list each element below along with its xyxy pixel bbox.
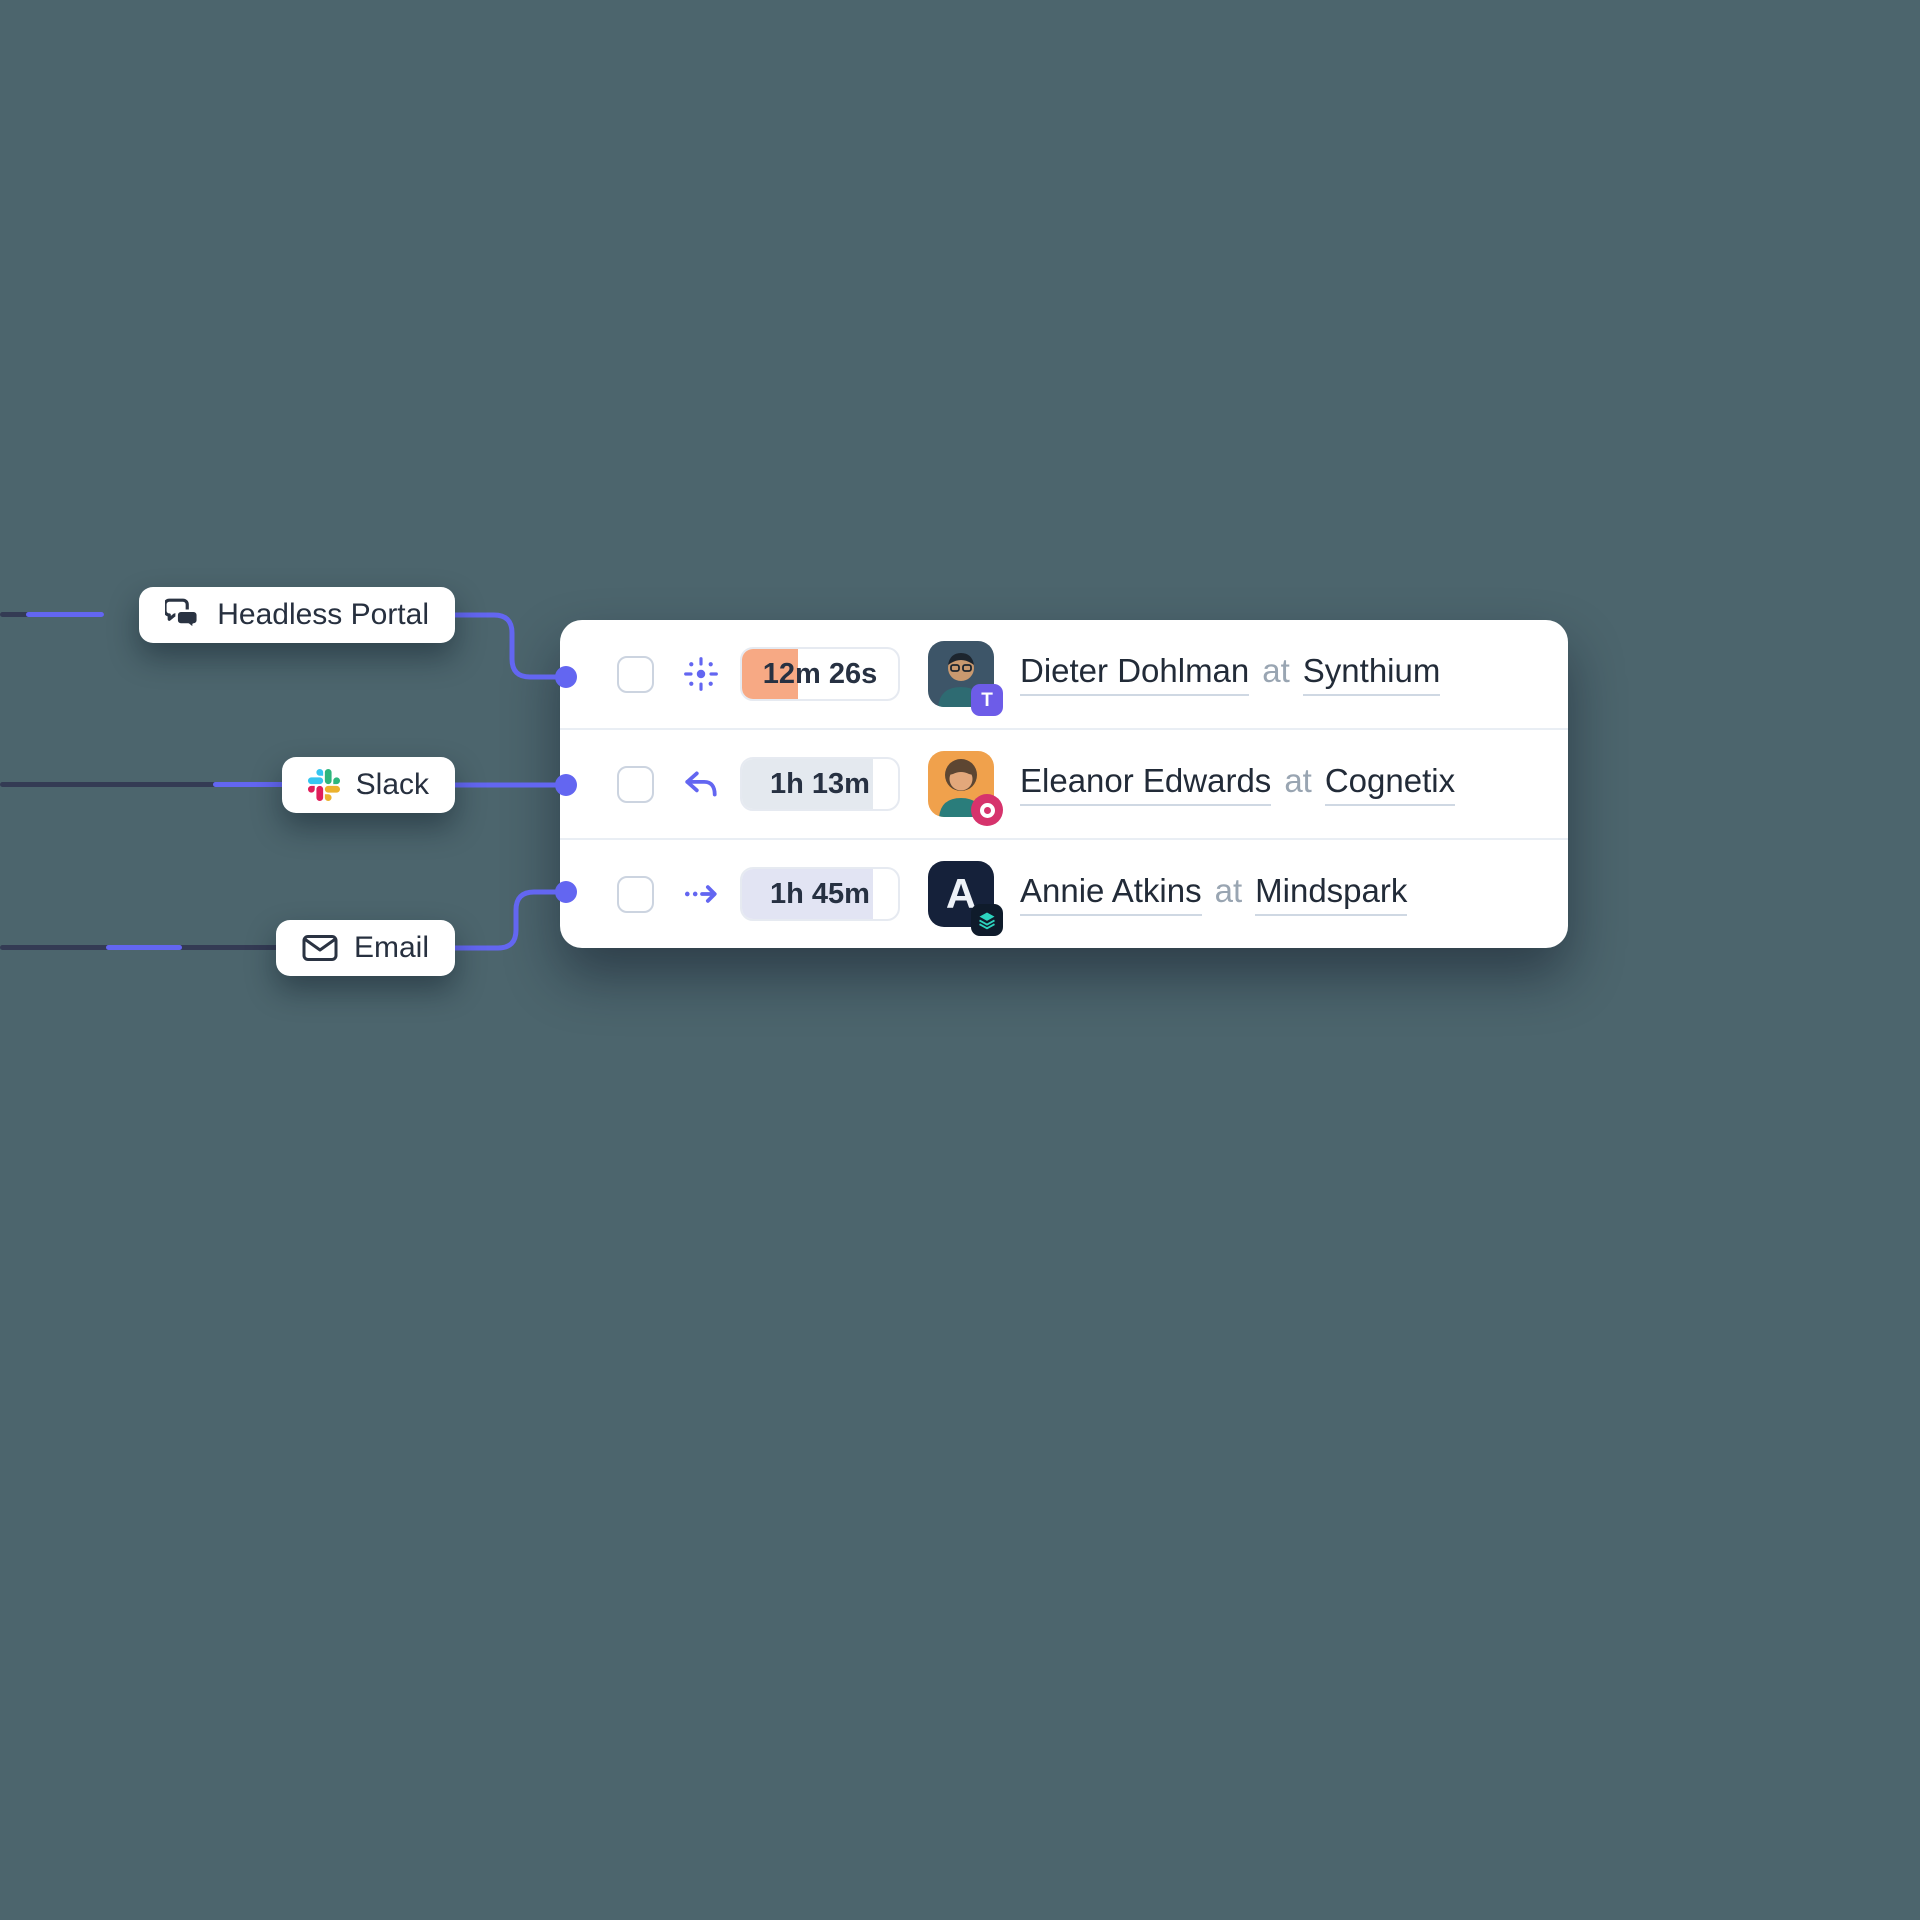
duration-badge: 12m 26s bbox=[740, 647, 900, 701]
duration-label: 12m 26s bbox=[762, 657, 878, 690]
conversation-row[interactable]: 1h 45m A Annie Atkins at Mindspark bbox=[560, 838, 1568, 948]
preposition: at bbox=[1214, 872, 1243, 909]
conversation-row[interactable]: 1h 13m Eleanor Edwards at Cognetix bbox=[560, 728, 1568, 838]
person-name-link[interactable]: Dieter Dohlman bbox=[1020, 652, 1250, 696]
dashed-arrow-icon bbox=[678, 871, 724, 917]
slack-icon bbox=[307, 769, 340, 801]
avatar: A bbox=[928, 861, 1003, 936]
company-link[interactable]: Mindspark bbox=[1255, 872, 1408, 916]
channel-label: Email bbox=[353, 931, 429, 964]
channel-node-headless-portal: Headless Portal bbox=[139, 587, 455, 643]
avatar-photo bbox=[928, 641, 994, 707]
wire-segment-accent bbox=[213, 782, 287, 787]
channel-node-email: Email bbox=[275, 920, 455, 976]
circle-logo-glyph bbox=[979, 802, 995, 818]
duration-fill bbox=[742, 649, 799, 699]
wire-segment-accent bbox=[26, 612, 104, 617]
inbox-card: 12m 26s T Dieter Dohlman at Synthium bbox=[560, 620, 1568, 948]
person-name-link[interactable]: Eleanor Edwards bbox=[1020, 762, 1272, 806]
person-name-link[interactable]: Annie Atkins bbox=[1020, 872, 1202, 916]
email-icon bbox=[302, 934, 338, 962]
app-badge-label: T bbox=[981, 689, 993, 711]
row-checkbox[interactable] bbox=[617, 875, 654, 913]
person-line: Annie Atkins at Mindspark bbox=[1020, 872, 1408, 916]
person-line: Dieter Dohlman at Synthium bbox=[1020, 652, 1441, 696]
company-link[interactable]: Synthium bbox=[1302, 652, 1441, 696]
preposition: at bbox=[1262, 652, 1290, 689]
avatar bbox=[928, 751, 1003, 826]
duration-badge: 1h 13m bbox=[740, 757, 900, 811]
reply-arrow-icon bbox=[678, 761, 724, 807]
row-checkbox[interactable] bbox=[617, 765, 654, 803]
preposition: at bbox=[1284, 762, 1312, 799]
chat-bubbles-icon bbox=[165, 598, 201, 632]
duration-badge: 1h 45m bbox=[740, 867, 900, 921]
conversation-row[interactable]: 12m 26s T Dieter Dohlman at Synthium bbox=[560, 620, 1568, 728]
duration-label: 1h 45m bbox=[770, 877, 870, 910]
app-badge-teams: T bbox=[971, 684, 1003, 716]
company-link[interactable]: Cognetix bbox=[1324, 762, 1456, 806]
wire-segment-accent bbox=[106, 945, 182, 950]
duration-label: 1h 13m bbox=[770, 767, 870, 800]
app-badge-layers bbox=[971, 904, 1003, 936]
channel-node-slack: Slack bbox=[281, 757, 455, 813]
wire-segment bbox=[0, 782, 287, 787]
channel-label: Headless Portal bbox=[217, 598, 429, 631]
person-line: Eleanor Edwards at Cognetix bbox=[1020, 762, 1456, 806]
duration-fill bbox=[742, 759, 874, 809]
channel-label: Slack bbox=[355, 768, 429, 801]
avatar: T bbox=[928, 641, 1003, 716]
duration-fill bbox=[742, 869, 874, 919]
row-checkbox[interactable] bbox=[617, 655, 654, 693]
app-badge-circle bbox=[971, 794, 1003, 826]
spark-icon bbox=[678, 651, 724, 697]
